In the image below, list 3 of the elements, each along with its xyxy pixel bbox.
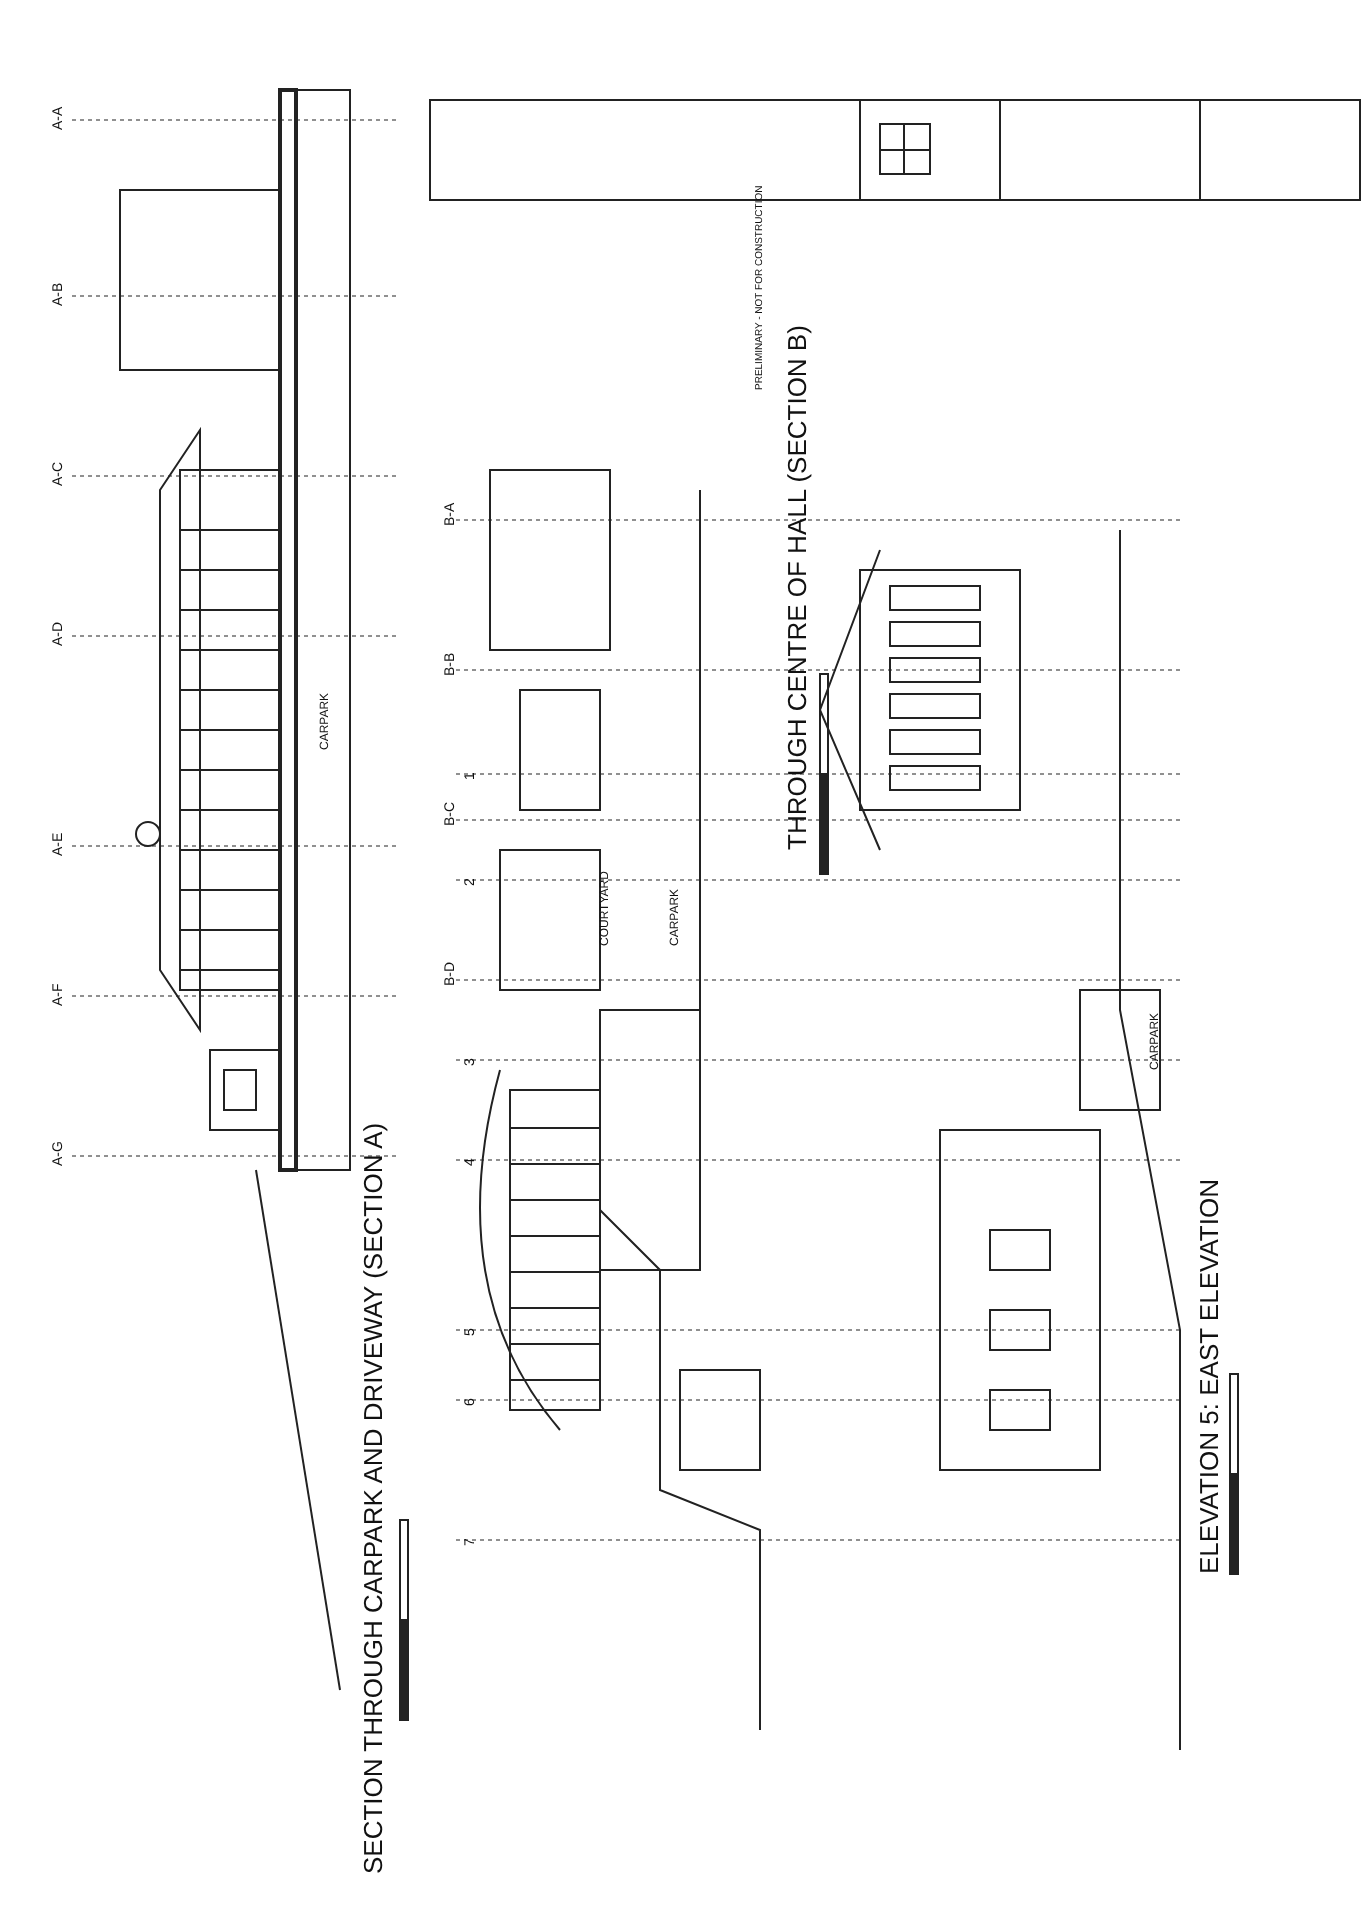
drawing-title: THROUGH CENTRE OF HALL (SECTION B) — [784, 325, 810, 850]
drawing-title: ELEVATION 5: EAST ELEVATION — [1196, 1179, 1222, 1574]
drawing-title: SECTION THROUGH CARPARK AND DRIVEWAY (SECTION A) — [360, 1122, 386, 1874]
